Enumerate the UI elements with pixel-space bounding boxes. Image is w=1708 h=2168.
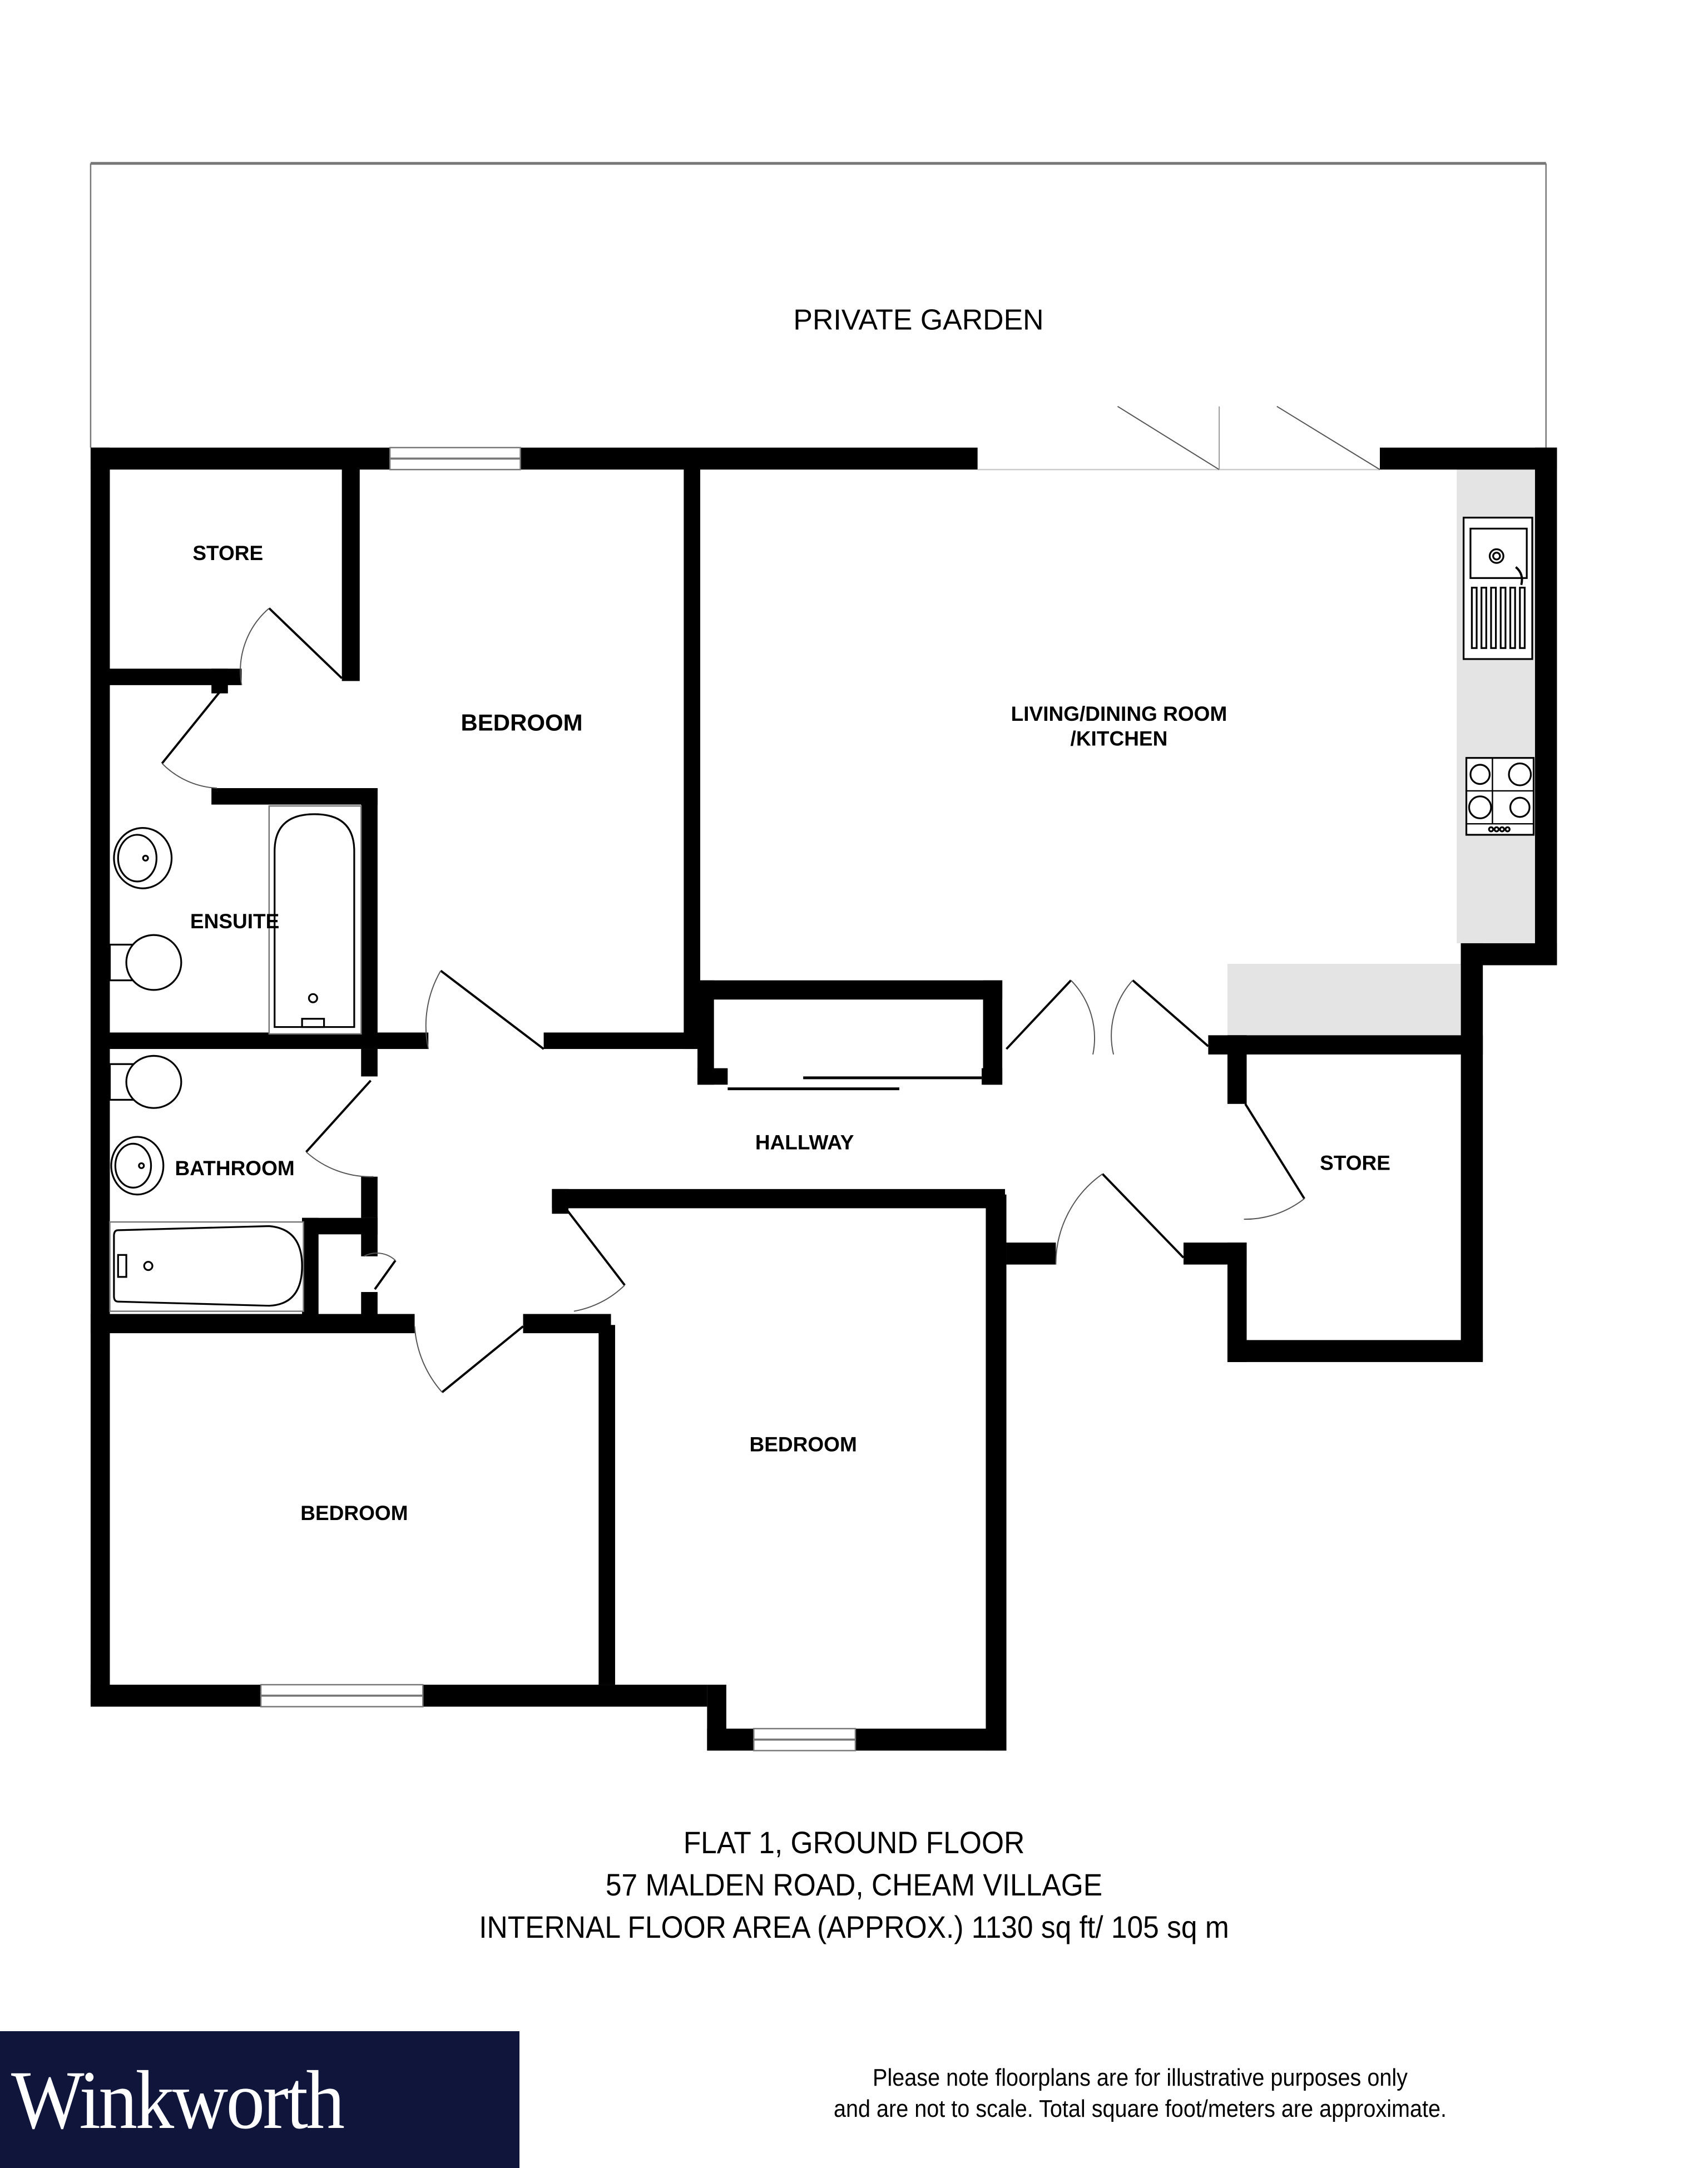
toilet-icon — [108, 1055, 182, 1109]
room-label-store-right: STORE — [1320, 1151, 1390, 1174]
room-label-living-line1: LIVING/DINING ROOM — [1011, 702, 1227, 725]
window-icon — [753, 1728, 857, 1751]
bathtub-icon — [109, 1221, 304, 1312]
toilet-icon — [108, 934, 182, 991]
brand-name: Winkworth — [11, 2054, 345, 2146]
bifold-door-icon — [977, 405, 1380, 471]
window-icon — [389, 447, 521, 471]
room-label-bedroom-1: BEDROOM — [461, 709, 583, 735]
room-label-bedroom-3: BEDROOM — [300, 1501, 408, 1524]
garden-label: PRIVATE GARDEN — [793, 303, 1043, 335]
disclaimer-line-1: Please note floorplans are for illustrat… — [873, 2064, 1408, 2091]
walls — [90, 447, 1557, 1751]
hob-icon — [1465, 757, 1535, 836]
property-caption: FLAT 1, GROUND FLOOR 57 MALDEN ROAD, CHE… — [68, 1821, 1640, 1948]
caption-address: 57 MALDEN ROAD, CHEAM VILLAGE — [605, 1867, 1103, 1902]
disclaimer-line-2: and are not to scale. Total square foot/… — [833, 2095, 1447, 2122]
winkworth-logo: Winkworth — [0, 2031, 519, 2168]
room-label-bedroom-2: BEDROOM — [750, 1432, 857, 1456]
caption-area: INTERNAL FLOOR AREA (APPROX.) 1130 sq ft… — [479, 1909, 1229, 1944]
washbasin-icon — [110, 1136, 165, 1196]
room-label-ensuite: ENSUITE — [190, 909, 279, 933]
room-label-hallway: HALLWAY — [755, 1130, 854, 1154]
washbasin-icon — [113, 826, 173, 889]
window-icon — [260, 1684, 424, 1707]
kitchen-counter-lower — [1227, 963, 1461, 1036]
door-swing-icon — [161, 607, 1305, 1393]
sink-icon — [1462, 517, 1533, 660]
room-label-store-top: STORE — [192, 541, 263, 565]
caption-flat: FLAT 1, GROUND FLOOR — [683, 1825, 1025, 1860]
room-label-bathroom: BATHROOM — [175, 1156, 295, 1180]
bathtub-icon — [268, 805, 362, 1035]
private-garden: PRIVATE GARDEN — [90, 162, 1547, 448]
disclaimer: Please note floorplans are for illustrat… — [780, 2062, 1501, 2125]
room-label-living-line2: /KITCHEN — [1071, 726, 1168, 750]
